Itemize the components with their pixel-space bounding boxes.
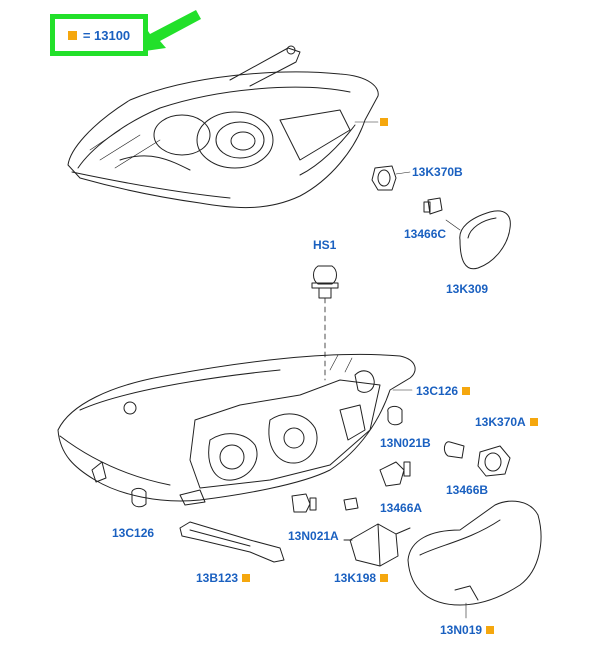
bulb-13N021A: [291, 493, 317, 513]
cover-13N019: [407, 500, 542, 619]
socket-13K198: [343, 523, 411, 567]
label-13N021A: 13N021A: [288, 529, 339, 543]
orange-square-icon: [242, 574, 251, 582]
cap-13C126-top: [387, 389, 413, 426]
bulb-HS1: [311, 265, 339, 381]
label-13K370B: 13K370B: [412, 165, 463, 179]
orange-square-icon: [67, 30, 77, 40]
orange-square-icon: [486, 626, 495, 634]
orange-square-icon: [462, 387, 471, 395]
label-13K309: 13K309: [446, 282, 489, 296]
cap-13C126-left: [131, 487, 147, 508]
label-13466C: 13466C: [404, 227, 447, 241]
legend-text: = 13100: [82, 27, 131, 43]
label-13466B: 13466B: [446, 483, 489, 497]
green-arrow-icon: [138, 10, 201, 52]
bulb-13466C: [423, 197, 443, 215]
headlamp-assembly-top: [67, 45, 379, 209]
bulb-13466A: [343, 497, 359, 511]
bulb-13N021B: [379, 461, 411, 487]
label-13C126-top: 13C126: [416, 384, 471, 398]
label-headlamp-marker: [380, 118, 388, 126]
label-13K370A: 13K370A: [475, 415, 538, 429]
orange-square-icon: [380, 118, 388, 126]
bulb-13466B: [443, 441, 465, 459]
orange-square-icon: [529, 418, 538, 426]
label-13K198: 13K198: [334, 571, 389, 585]
legend-box: = 13100: [50, 14, 148, 56]
label-13C126-left: 13C126: [112, 526, 155, 540]
label-HS1: HS1: [313, 238, 337, 252]
label-13B123: 13B123: [196, 571, 251, 585]
label-13N021B: 13N021B: [380, 436, 431, 450]
bulb-holder-13K370B: [371, 165, 411, 191]
orange-square-icon: [380, 574, 389, 582]
bulb-holder-13K370A: [477, 445, 511, 477]
headlamp-housing-lower: [57, 353, 416, 506]
bracket-13B123: [179, 521, 285, 563]
label-13N019: 13N019: [440, 623, 495, 637]
side-repeater-13K309: [445, 210, 511, 270]
label-13466A: 13466A: [380, 501, 423, 515]
